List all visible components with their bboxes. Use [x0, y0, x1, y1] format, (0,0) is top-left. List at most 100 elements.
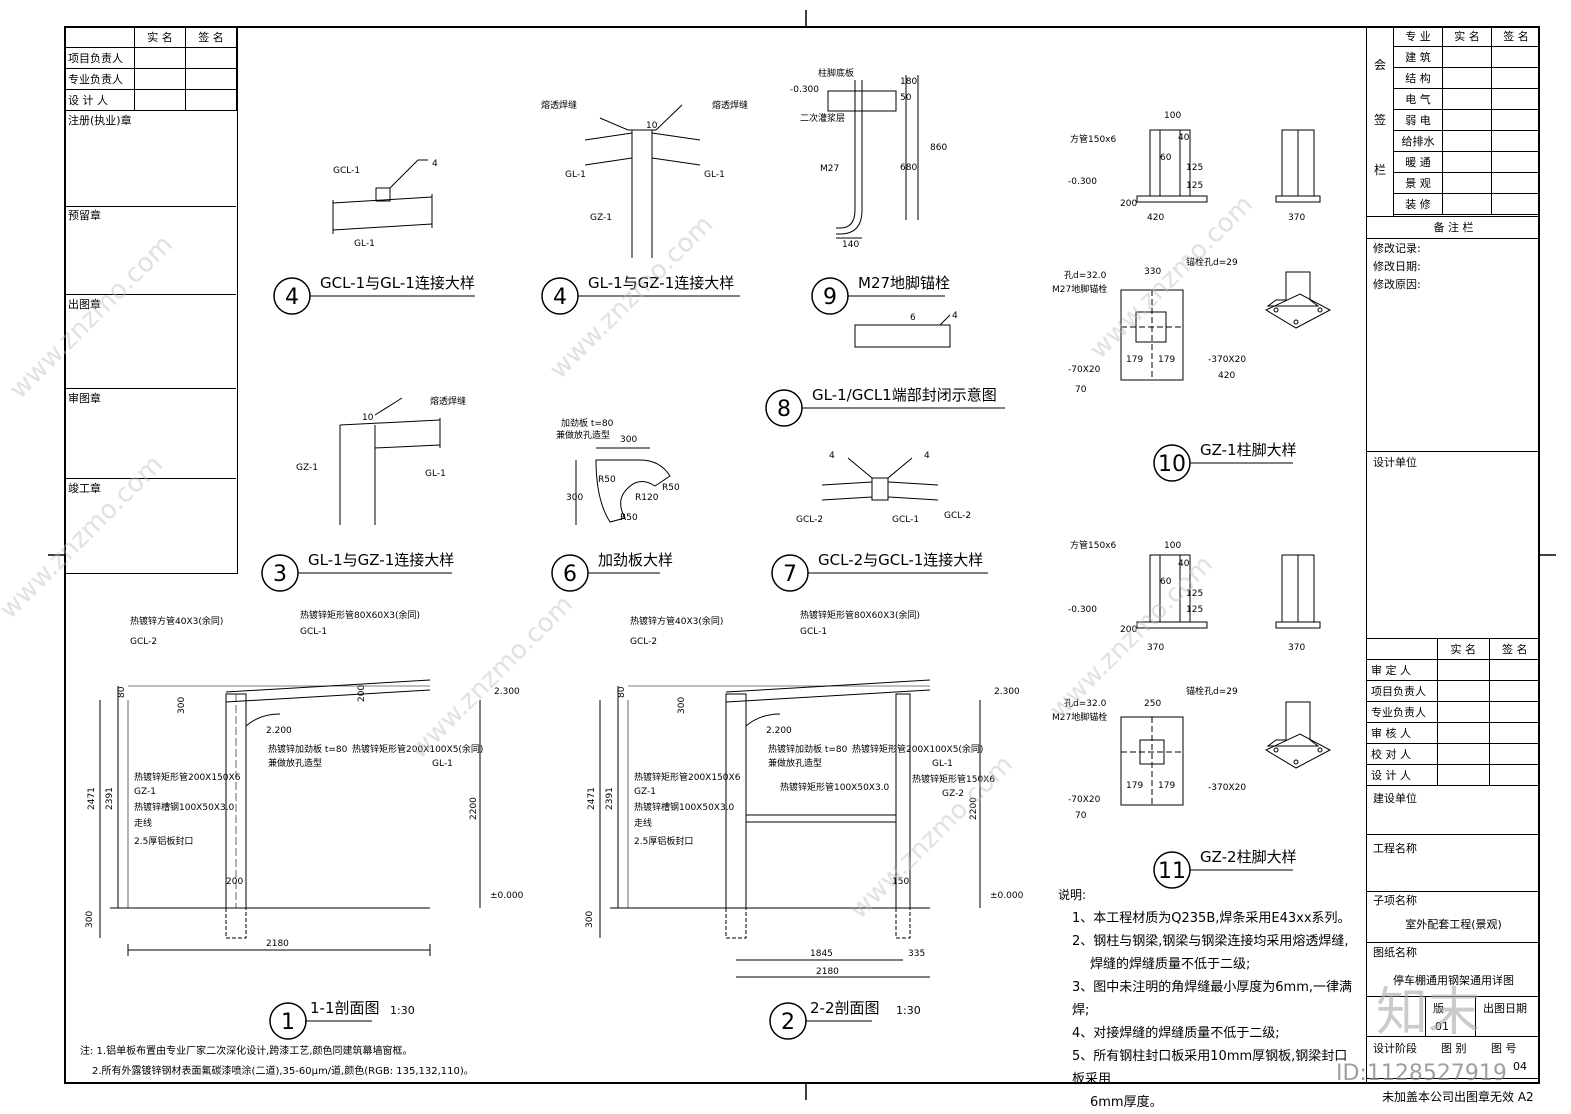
label: M27地脚锚栓 [1052, 283, 1107, 295]
bottom-note: 2.所有外露镀锌钢材表面氟碳漆喷涂(二道),35-60μm/道,颜色(RGB: … [92, 1066, 474, 1077]
label: GL-1 [565, 170, 586, 180]
side-char: 栏 [1374, 163, 1387, 177]
watermark-text: www.znzmo.com [1044, 550, 1219, 725]
label: 10 [646, 121, 658, 131]
title-detail-11: GZ-2柱脚大样 [1200, 848, 1297, 866]
approval-table: 实 名签 名 审 定 人 项目负责人 专业负责人 审 核 人 校 对 人 设 计… [1367, 638, 1540, 786]
label: 70 [1075, 811, 1087, 821]
label: 200 [357, 685, 367, 702]
note-line: 焊缝的焊缝质量不低于二级; [1090, 957, 1251, 972]
stamp-label: 预留章 [68, 209, 101, 222]
watermark-text: www.znzmo.com [4, 230, 179, 405]
label: GL-1 [932, 759, 953, 769]
right-panel: 会 签 栏 专 业实 名签 名 建 筑 结 构 电 气 弱 电 给排水 暖 通 … [1366, 26, 1540, 1084]
label: 1845 [810, 949, 833, 959]
label: -70X20 [1068, 795, 1101, 805]
label: R120 [635, 493, 659, 503]
label: 热镀锌槽钢100X50X3.0 [134, 801, 235, 813]
section-2-scale: 1:30 [896, 1004, 921, 1017]
label: 335 [908, 949, 925, 959]
title-detail-7: GCL-2与GCL-1连接大样 [818, 551, 983, 569]
label: 300 [620, 435, 637, 445]
label: -370X20 [1208, 783, 1246, 793]
label: 孔d=32.0 [1064, 698, 1107, 709]
label: 370 [1147, 643, 1164, 653]
label: 热镀锌矩形管80X60X3(余同) [300, 609, 420, 621]
detail-gl1-gz1 [584, 104, 701, 258]
watermark-text: www.znzmo.com [0, 450, 169, 625]
label: 100 [1164, 541, 1181, 551]
drawing-name-value: 停车棚通用钢架通用详图 [1393, 974, 1514, 987]
label: 40 [1178, 133, 1190, 143]
label: 200 [1120, 199, 1137, 209]
label: 4 [924, 451, 930, 461]
label: 孔d=32.0 [1064, 270, 1107, 281]
label: 60 [1160, 577, 1172, 587]
marker-num: 4 [285, 285, 299, 310]
label: 140 [842, 240, 859, 250]
detail-gcl1-gl1 [332, 159, 433, 234]
watermark-text: www.znzmo.com [1084, 190, 1259, 365]
number-value: 04 [1513, 1060, 1527, 1073]
label: 2.300 [994, 687, 1020, 697]
label: 熔透焊缝 [712, 99, 748, 111]
label: 走线 [134, 817, 152, 829]
label: 2.300 [494, 687, 520, 697]
bottom-note-underline [76, 1082, 436, 1083]
section-2-frame [599, 679, 981, 978]
label: 二次灌浆层 [800, 112, 845, 124]
ap-row: 校 对 人 [1367, 743, 1438, 765]
label: -370X20 [1208, 355, 1246, 365]
drawing-frame [64, 26, 1540, 1084]
client-label: 建设单位 [1373, 792, 1417, 805]
label: 125 [1186, 163, 1203, 173]
section-1-scale: 1:30 [390, 1004, 415, 1017]
stamp-label: 注册(执业)章 [68, 114, 132, 127]
discipline: 建 筑 [1393, 46, 1443, 68]
label: 2180 [816, 967, 839, 977]
label: 热镀锌加劲板 t=80 [768, 743, 848, 755]
label: 300 [85, 911, 95, 928]
label: 加劲板 t=80 [561, 417, 614, 429]
label: 125 [1186, 181, 1203, 191]
label: 300 [585, 911, 595, 928]
remarks-title: 备 注 栏 [1433, 221, 1474, 234]
note-line: 3、图中未注明的角焊缝最小厚度为6mm,一律满焊; [1072, 980, 1353, 1018]
label: 2.200 [766, 726, 792, 736]
label: 锚栓孔d=29 [1186, 256, 1238, 268]
label: 柱脚底板 [818, 67, 854, 79]
label: -0.300 [790, 85, 819, 95]
circle-numbers: 4 4 9 8 3 6 7 10 11 1 2 [273, 285, 1186, 1035]
discipline: 景 观 [1393, 172, 1443, 194]
label: 熔透焊缝 [430, 395, 466, 407]
label: GZ-1 [590, 213, 612, 223]
side-char: 签 [1374, 113, 1387, 127]
label: 2.5厚铝板封口 [634, 835, 693, 847]
remark-line: 修改日期: [1373, 260, 1421, 273]
label: 兼做放孔造型 [768, 757, 822, 769]
notes-title: 说明: [1058, 888, 1087, 902]
label: 2200 [969, 797, 979, 820]
label: 200 [1120, 625, 1137, 635]
label: GCL-2 [130, 637, 157, 647]
label: 330 [1144, 267, 1161, 277]
label: GCL-2 [630, 637, 657, 647]
remark-line: 修改原因: [1373, 278, 1421, 291]
watermark-text: www.znzmo.com [404, 590, 579, 765]
label: 热镀锌矩形管150X6 [912, 773, 995, 785]
label: 150 [892, 877, 909, 887]
discipline: 装 修 [1393, 193, 1443, 215]
label: 125 [1186, 605, 1203, 615]
annotation-labels: GCL-1 GL-1 4 熔透焊缝 熔透焊缝 GL-1 GL-1 GZ-1 10… [85, 67, 1305, 977]
label: GCL-1 [333, 166, 360, 176]
circle-markers [261, 277, 1191, 1040]
watermark-id: ID:1128527919 [1336, 1061, 1507, 1086]
project-name-label: 工程名称 [1373, 842, 1417, 855]
label: 2200 [469, 797, 479, 820]
label: GCL-1 [892, 515, 919, 525]
title-detail-3: GL-1与GZ-1连接大样 [308, 551, 454, 569]
title-section-1: 1-1剖面图 [310, 999, 380, 1017]
label: 179 [1126, 355, 1143, 365]
marker-num: 3 [273, 562, 287, 587]
ap-row: 专业负责人 [1367, 701, 1438, 723]
